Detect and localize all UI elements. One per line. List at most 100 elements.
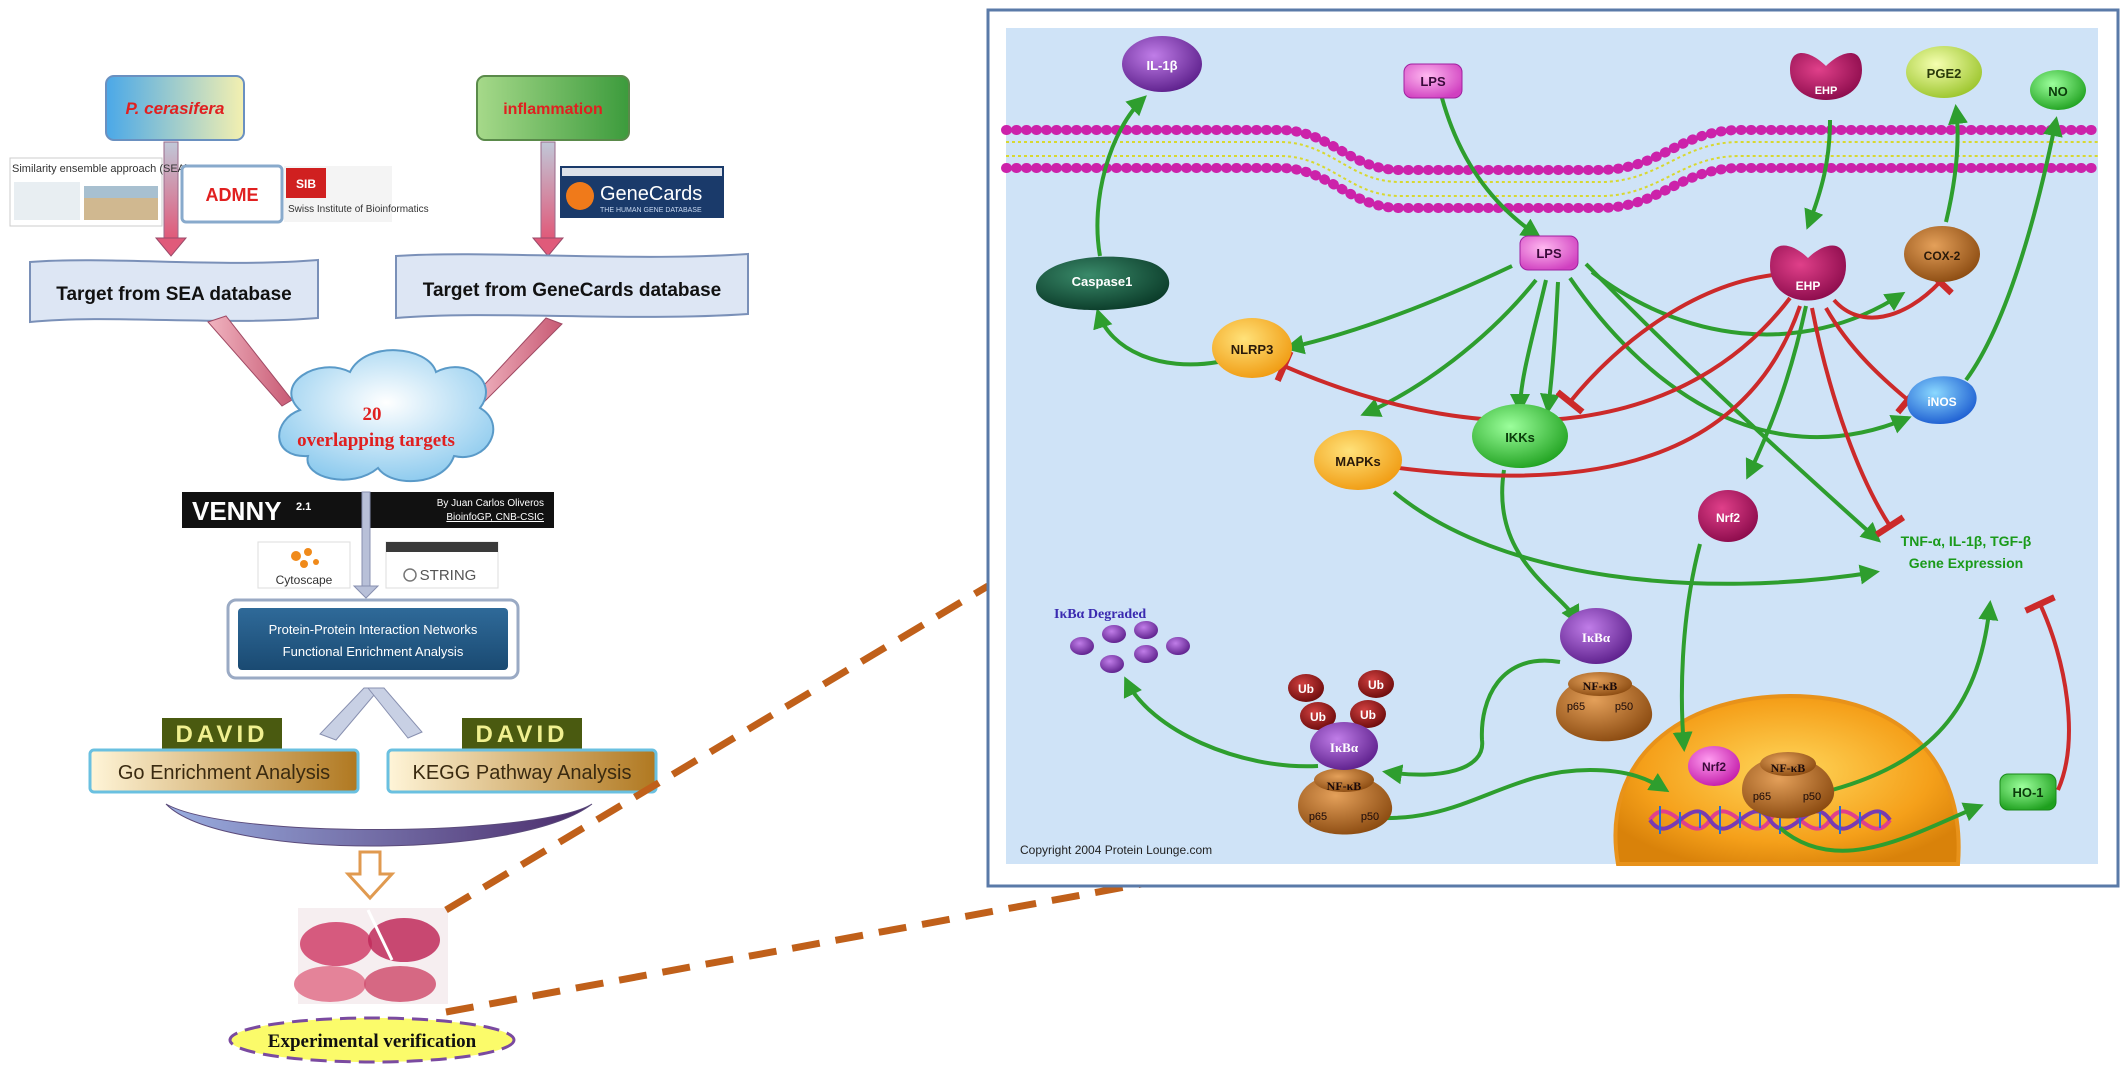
svg-text:Cytoscape: Cytoscape: [276, 573, 333, 587]
node-nlrp3: [1212, 318, 1292, 378]
svg-text:MAPKs: MAPKs: [1335, 454, 1381, 469]
plant-label: P. cerasifera: [126, 99, 225, 118]
inhibit-ehp-cox2: [1832, 268, 1954, 320]
ppi-box: [238, 608, 508, 670]
david-logo-go: DAVID: [162, 718, 282, 750]
svg-text:Similarity ensemble approach (: Similarity ensemble approach (SEA): [12, 163, 189, 175]
arrow-ehp-nrf2: [1745, 305, 1808, 480]
svg-text:Ub: Ub: [1298, 682, 1314, 696]
arrow-cox2-pge2: [1944, 104, 1968, 223]
svg-text:IKKs: IKKs: [1505, 430, 1535, 445]
svg-text:NF-κB: NF-κB: [1771, 761, 1806, 775]
ppi-line1: Protein-Protein Interaction Networks: [269, 622, 478, 637]
svg-text:Caspase1: Caspase1: [1072, 274, 1133, 289]
svg-text:IκBα: IκBα: [1582, 630, 1611, 645]
adme-label: ADME: [206, 185, 259, 205]
arrow-lps-mapks: [1360, 278, 1538, 417]
ub-ikba-nfkb-complex: Ub Ub Ub Ub IκBα NF-κB p65 p50: [1288, 670, 1394, 835]
node-ikks: [1472, 404, 1568, 468]
zoom-connector-top: [444, 582, 990, 914]
inhibit-ehp-nlrp3: [1274, 296, 1792, 423]
svg-text:STRING: STRING: [420, 567, 477, 584]
arrow-caspase-il1b: [1095, 95, 1147, 257]
zoom-connector-bottom: [445, 874, 1175, 1016]
svg-text:p50: p50: [1615, 701, 1633, 713]
overlap-cloud: 20 overlapping targets: [278, 349, 495, 483]
svg-text:Swiss Institute of Bioinformat: Swiss Institute of Bioinformatics: [288, 204, 429, 215]
kegg-box: [386, 748, 658, 794]
gene-expression-line1: TNF-α, IL-1β, TGF-β: [1901, 533, 2032, 549]
svg-text:LPS: LPS: [1420, 74, 1446, 89]
node-lps-mid: [1519, 235, 1579, 271]
experimental-label: Experimental verification: [268, 1031, 477, 1052]
arrow-lps-in: [1440, 97, 1542, 239]
arrow-dna-ho1: [1778, 802, 1984, 853]
merge-bowl: [165, 803, 593, 847]
disease-box: [476, 75, 630, 141]
adme-box: [180, 164, 284, 224]
node-ho1: [1999, 773, 2057, 811]
node-mapks: [1314, 430, 1402, 490]
svg-text:LPS: LPS: [1536, 246, 1562, 261]
svg-text:p65: p65: [1309, 811, 1327, 823]
svg-text:DAVID: DAVID: [476, 721, 569, 748]
svg-text:Ub: Ub: [1360, 708, 1376, 722]
svg-text:p50: p50: [1803, 791, 1821, 803]
overlap-count: 20: [363, 404, 382, 425]
svg-text:Ub: Ub: [1310, 710, 1326, 724]
svg-text:NLRP3: NLRP3: [1231, 342, 1274, 357]
down-arrow: [154, 237, 188, 257]
down-arrow: [531, 237, 565, 257]
target-sea-label: Target from SEA database: [56, 284, 291, 305]
overlap-label: overlapping targets: [297, 430, 455, 451]
arrow-ehp-in: [1804, 119, 1832, 230]
node-cox2: [1904, 226, 1980, 282]
arrow-nucleus-gene: [1831, 600, 1999, 792]
svg-text:p50: p50: [1361, 811, 1379, 823]
gene-expression-line2: Gene Expression: [1909, 555, 2023, 571]
plant-box: [105, 75, 245, 141]
arrow-lps-ikks: [1510, 279, 1548, 414]
sib-logo: SIB Swiss Institute of Bioinformatics: [284, 166, 429, 222]
svg-text:Nrf2: Nrf2: [1716, 511, 1740, 525]
ikba-degraded-label: IκBα Degraded: [1054, 607, 1146, 622]
arrow-lps-inos: [1568, 276, 1912, 439]
svg-text:Ub: Ub: [1368, 678, 1384, 692]
svg-text:IκBα: IκBα: [1330, 740, 1359, 755]
svg-text:THE HUMAN GENE DATABASE: THE HUMAN GENE DATABASE: [600, 207, 702, 214]
svg-text:EHP: EHP: [1815, 85, 1838, 97]
arrow-ub-degraded: [1123, 676, 1319, 769]
inhibit-ehp-mapks: [1378, 305, 1802, 483]
inhibit-ehp-ikks: [1555, 272, 1785, 415]
arrow-ikks-ikba: [1500, 469, 1580, 626]
node-caspase1: [1035, 256, 1170, 311]
cell-membrane: [1001, 125, 2103, 213]
go-label: Go Enrichment Analysis: [118, 762, 330, 784]
arrow-lps-ikks-2: [1539, 281, 1560, 414]
target-genecards-banner: [395, 252, 749, 320]
genecards-logo: GeneCards THE HUMAN GENE DATABASE: [560, 166, 724, 218]
experiment-image: [294, 908, 448, 1004]
arrow-lps-nlrp3: [1284, 264, 1513, 355]
cytoscape-logo: Cytoscape: [257, 541, 351, 589]
arrow-nlrp3-caspase: [1093, 308, 1219, 367]
kegg-label: KEGG Pathway Analysis: [413, 762, 632, 784]
svg-text:HO-1: HO-1: [2012, 785, 2043, 800]
svg-text:NF-κB: NF-κB: [1583, 679, 1618, 693]
nuclear-complex: NF-κB p65 p50 Nrf2: [1688, 746, 1835, 819]
target-genecards-label: Target from GeneCards database: [423, 280, 721, 301]
arrow-nrf2-nucleus: [1672, 543, 1702, 752]
inhibit-ehp-gene: [1810, 307, 1906, 538]
node-lps-top: [1403, 63, 1463, 99]
arrow-nfkb-nucleus: [1355, 767, 1670, 821]
svg-text:DAVID: DAVID: [176, 721, 269, 748]
arrow-lps-gene: [1584, 262, 1881, 543]
svg-text:BioinfoGP, CNB-CSIC: BioinfoGP, CNB-CSIC: [446, 512, 544, 523]
inhibit-ho1-gene: [2024, 594, 2071, 791]
svg-text:GeneCards: GeneCards: [600, 183, 702, 205]
node-ehp-mid: [1770, 245, 1846, 301]
node-il1b: [1122, 36, 1202, 92]
svg-text:p65: p65: [1753, 791, 1771, 803]
string-logo: STRING: [385, 541, 499, 589]
